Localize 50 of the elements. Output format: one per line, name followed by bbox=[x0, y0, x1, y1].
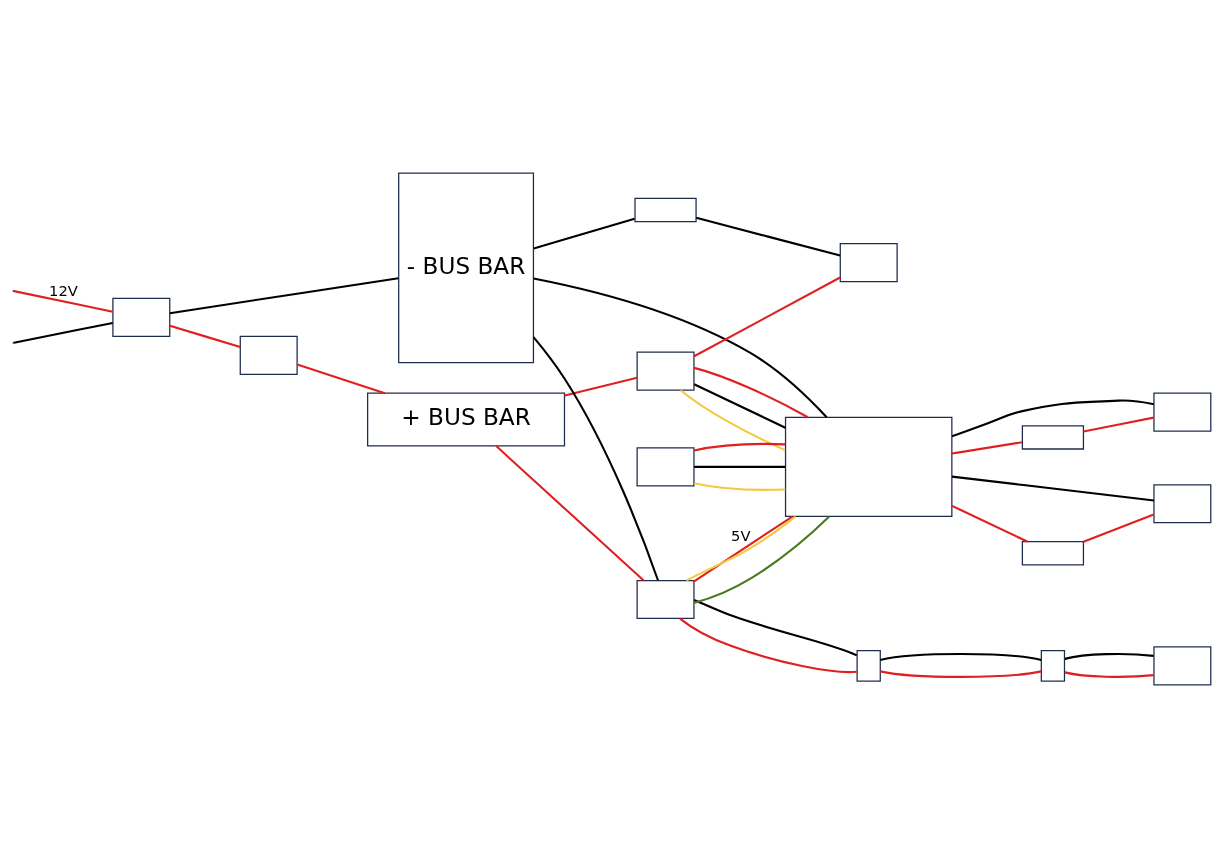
connector bbox=[13, 289, 113, 313]
connector bbox=[693, 276, 841, 357]
connector bbox=[13, 321, 113, 344]
node-box bbox=[636, 446, 695, 486]
connector bbox=[679, 617, 857, 673]
node-box: + BUS BAR bbox=[367, 392, 566, 446]
node-box bbox=[112, 297, 171, 337]
connector bbox=[1083, 513, 1155, 543]
connector bbox=[880, 652, 1042, 661]
node-box bbox=[1153, 392, 1212, 432]
connector bbox=[1064, 670, 1154, 678]
connector bbox=[495, 444, 645, 581]
connector bbox=[169, 324, 241, 348]
connector bbox=[693, 442, 786, 452]
connector bbox=[951, 440, 1023, 455]
connector bbox=[296, 362, 386, 394]
connector bbox=[951, 398, 1155, 437]
node-box bbox=[1153, 645, 1212, 685]
connector bbox=[693, 515, 830, 604]
edge-label: 12V bbox=[49, 281, 78, 299]
connector bbox=[169, 276, 399, 314]
connector bbox=[1064, 652, 1154, 660]
node-box bbox=[1021, 424, 1085, 450]
node-box bbox=[239, 335, 298, 375]
edge-label: 5V bbox=[731, 526, 751, 544]
connector bbox=[951, 504, 1028, 542]
connector bbox=[693, 481, 786, 491]
node-box bbox=[839, 242, 898, 282]
connector bbox=[693, 598, 858, 656]
connector bbox=[694, 465, 786, 468]
connector bbox=[696, 216, 841, 256]
node-box bbox=[1021, 540, 1085, 565]
connector bbox=[533, 277, 828, 418]
node-box bbox=[636, 351, 695, 391]
node-box: - BUS BAR bbox=[398, 172, 535, 363]
connector bbox=[693, 382, 786, 429]
connector bbox=[564, 376, 638, 397]
connector bbox=[880, 669, 1042, 678]
connector bbox=[532, 335, 660, 581]
connector bbox=[951, 475, 1155, 502]
node-box bbox=[1153, 483, 1212, 523]
node-box bbox=[636, 579, 695, 619]
node-box bbox=[1040, 649, 1066, 682]
connector bbox=[533, 217, 635, 249]
node-box bbox=[634, 197, 697, 222]
node-box bbox=[856, 649, 881, 682]
connector bbox=[693, 366, 809, 418]
connector bbox=[1083, 416, 1154, 433]
node-box bbox=[784, 416, 953, 517]
connector bbox=[680, 388, 786, 451]
